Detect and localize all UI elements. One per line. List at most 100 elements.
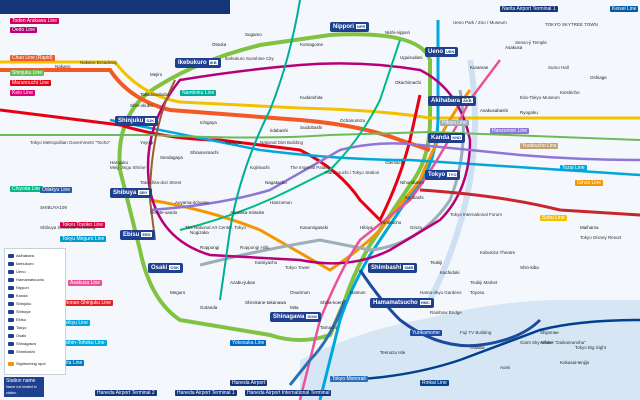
minor-station[interactable]: Hanzomon [270,200,292,205]
landmark-label[interactable]: Edo-Tokyo Museum [520,95,560,100]
landmark-label[interactable]: Senso-ji Temple [515,40,547,45]
landmark-label[interactable]: Ikebukuro Sunshine City [225,56,274,61]
minor-station[interactable]: Omote-sando [150,210,178,215]
minor-station[interactable]: Sendagaya [160,155,183,160]
landmark-label[interactable]: SHIBUYA109 [40,205,67,210]
minor-station[interactable]: Shin-okubo [130,103,153,108]
landmark-label[interactable]: Akihabara [450,95,471,100]
minor-station[interactable]: Nakano [55,64,71,69]
minor-station[interactable]: Roppongi [200,245,220,250]
minor-station[interactable]: Sugamo [245,32,262,37]
minor-station[interactable]: Yotsuya [225,140,241,145]
minor-station[interactable]: Kinshicho [560,90,580,95]
minor-station[interactable]: Takadanobaba [140,92,170,97]
minor-station[interactable]: Kudanshita [300,95,323,100]
minor-station[interactable]: Kamiyacho [255,260,278,265]
minor-station[interactable]: Aomi [500,365,511,370]
minor-station[interactable]: Daimon [350,290,366,295]
landmark-label[interactable]: Fuji TV Building [460,330,492,335]
landmark-label[interactable]: Tsukiji Market [470,280,498,285]
minor-station[interactable]: Aoyama-itchome [175,200,209,205]
minor-station[interactable]: Gotanda [200,305,218,310]
minor-station[interactable]: Tsukiji [430,260,443,265]
minor-station[interactable]: Shijomae [540,330,559,335]
minor-station[interactable]: Maihama [580,225,599,230]
minor-station[interactable]: Ichigaya [200,120,217,125]
minor-station[interactable]: Azabu-juban [230,280,256,285]
landmark-label[interactable]: Tokyo Metropolitan Government "Tocho" [30,140,111,145]
landmark-label[interactable]: Giant Sky Wheel "Daikanransha" [520,340,586,345]
minor-station[interactable]: Shirokane-takanawa [245,300,287,305]
minor-station[interactable]: Okachimachi [395,80,422,85]
minor-station[interactable]: Mejiro [150,72,163,77]
minor-station[interactable]: Ochanomizu [340,118,366,123]
landmark-label[interactable]: Roppongi Hills [240,245,270,250]
minor-station[interactable]: Iidabashi [270,128,289,133]
minor-station[interactable]: Shinanomachi [190,150,219,155]
minor-station[interactable]: Kokusai-tenjijo [560,360,590,365]
minor-station[interactable]: Nihombashi [400,180,424,185]
landmark-label[interactable]: The National Art Center, Tokyo [185,225,246,230]
landmark-label[interactable]: Hama-rikyu Gardens [420,290,462,295]
minor-station[interactable]: Tennozu Isle [380,350,406,355]
landmark-label[interactable]: Tokyo Disney Resort [580,235,622,240]
landmark-label[interactable]: National Diet Building [260,140,304,145]
landmark-label[interactable]: Sumo Hall [548,65,569,70]
minor-station[interactable]: Nishi-nippori [385,30,411,35]
landmark-label[interactable]: Tokyo International Forum [450,212,503,217]
landmark-label[interactable]: Rainbow Bridge [430,310,462,315]
minor-station[interactable]: Kasumigaseki [300,225,329,230]
landmark-label[interactable]: The Imperial Palace [290,165,331,170]
minor-station[interactable]: Suidobashi [300,125,323,130]
minor-station[interactable]: Ryogoku [520,110,538,115]
minor-station[interactable]: Otemachi [385,160,405,165]
landmark-label[interactable]: Ueno Park / Zoo / Museum [453,20,507,25]
minor-station[interactable]: Kojimachi [250,165,270,170]
landmark-label[interactable]: Tokyo Big Sight [575,345,607,350]
landmark-label[interactable]: TOKYO SKYTREE TOWN [545,22,598,27]
minor-station[interactable]: Otsuka [212,42,227,47]
minor-station[interactable]: Nagatacho [265,180,287,185]
minor-station[interactable]: Onarimon [290,290,310,295]
landmark-label[interactable]: Tokyo Tower [285,265,310,270]
minor-station[interactable]: Harajuku [110,160,129,165]
landmark-label[interactable]: Nakano Broadway [80,60,117,65]
minor-station[interactable]: Ginza [410,225,422,230]
minor-station[interactable]: Odaiba [470,345,485,350]
minor-station[interactable]: Toyosu [470,290,485,295]
minor-station[interactable]: Asakusabashi [480,108,509,113]
minor-station[interactable]: Mita [290,305,299,310]
minor-station[interactable]: Komagome [300,42,324,47]
minor-station[interactable]: Nogizaka [190,230,209,235]
minor-station[interactable]: Akasaka-mitsuke [230,210,265,215]
minor-station[interactable]: Yurakucho [380,220,402,225]
minor-station[interactable]: Meguro [170,290,186,295]
landmark-label[interactable]: Kabukiza Theatre [480,250,516,255]
minor-station[interactable]: Uguisudani [400,55,423,60]
minor-station[interactable]: Kyobashi [405,195,424,200]
landmark-label[interactable]: Meiji Jingu Shrine [110,165,146,170]
minor-station[interactable]: Asakusa [505,45,523,50]
minor-station[interactable]: Kachidoki [440,270,460,275]
minor-station[interactable]: Yoyogi [140,140,154,145]
minor-station[interactable]: Ariake [540,340,553,345]
minor-station[interactable]: Shiba-koen [320,300,343,305]
minor-station[interactable]: Tamachi [320,325,337,330]
minor-station[interactable]: Oshiage [590,75,607,80]
landmark-label[interactable]: Marunouchi / Tokyo Station [325,170,380,175]
minor-station[interactable]: Shin-kiba [520,265,539,270]
landmark-label[interactable]: Takeshita-dori Street [140,180,182,185]
